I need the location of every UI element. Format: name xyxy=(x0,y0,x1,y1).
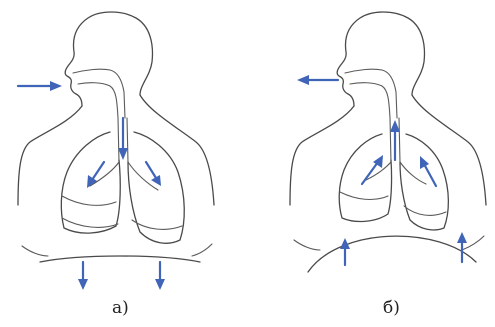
panel-b-arrow-lung-left xyxy=(362,155,383,184)
panel-b-lower-rib-line xyxy=(294,240,320,250)
panel-b-figure xyxy=(290,12,486,272)
panel-a-arrow-diaphragm-right xyxy=(155,262,165,290)
panel-a-trachea-right xyxy=(127,118,128,162)
panel-b-arrow-outflow xyxy=(297,75,338,85)
panel-b-diaphragm xyxy=(308,236,476,272)
panel-b-head-outline xyxy=(337,12,424,106)
panel-a-airway-bottom xyxy=(78,83,118,118)
panel-a-torso-right xyxy=(140,95,214,205)
panel-a-lower-rib-line-right xyxy=(192,244,212,256)
panel-a-torso-left xyxy=(18,106,82,205)
panel-b-arrow-diaphragm-left xyxy=(340,238,350,265)
panel-b-rib-1 xyxy=(340,192,388,199)
panel-a-trachea-left xyxy=(118,118,119,162)
panel-b-arrow-diaphragm-right xyxy=(457,232,467,262)
panel-b-airway-bottom xyxy=(350,83,390,118)
panel-a-rib-1 xyxy=(62,196,116,205)
panel-a-rib-3 xyxy=(132,220,182,229)
panel-a-arrow-lung-right xyxy=(146,162,161,186)
panel-a-arrow-trachea xyxy=(118,118,128,160)
panel-a-arrow-diaphragm-left xyxy=(78,262,88,290)
panel-b-arrow-trachea xyxy=(390,120,400,160)
panel-b-torso-left xyxy=(290,106,354,205)
panel-a-lung-right xyxy=(128,132,184,243)
panel-a-arrow-inflow xyxy=(18,81,62,91)
panel-a-rib-2 xyxy=(62,218,118,227)
panel-b-trachea-right xyxy=(399,118,400,162)
panel-b-torso-right xyxy=(412,95,486,205)
panel-a-arrow-lung-left xyxy=(87,162,104,188)
panel-a-lower-rib-line xyxy=(22,246,48,256)
panel-a-diaphragm xyxy=(40,256,200,262)
panel-b-rib-2 xyxy=(404,206,446,215)
panel-b-caption: б) xyxy=(383,298,400,318)
panel-a-caption: а) xyxy=(112,298,129,318)
panel-b-trachea-left xyxy=(390,118,391,162)
panel-b-arrow-lung-right xyxy=(420,156,436,186)
panel-a-head-outline xyxy=(65,12,152,106)
panel-a-figure xyxy=(18,12,214,262)
